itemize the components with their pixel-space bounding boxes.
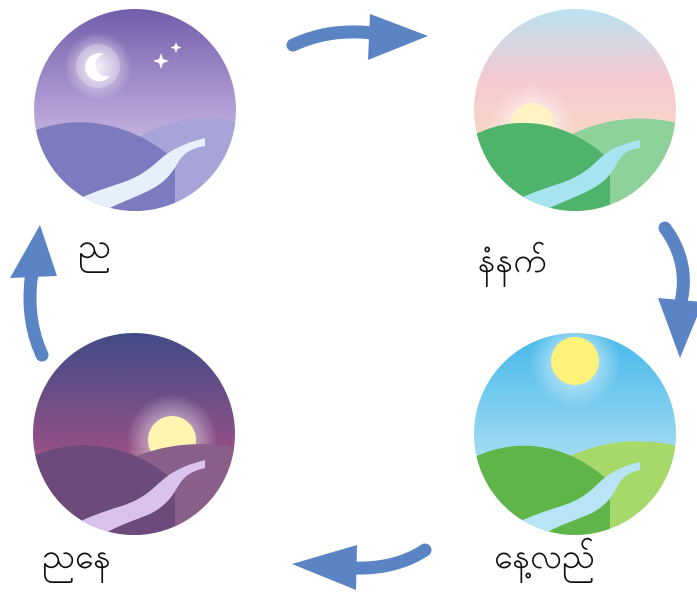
label-evening: ညနေ xyxy=(42,540,111,574)
arrow-evening-to-night xyxy=(10,225,57,355)
arrow-night-to-morning xyxy=(293,14,428,60)
label-morning: နံနက် xyxy=(478,244,546,278)
arrow-noon-to-evening xyxy=(292,545,425,590)
morning-illustration xyxy=(465,5,685,220)
evening-illustration xyxy=(25,329,245,545)
night-illustration xyxy=(25,5,245,220)
sun-icon xyxy=(551,337,599,385)
label-night: ည xyxy=(78,230,111,264)
arrow-morning-to-noon xyxy=(658,228,697,358)
noon-illustration xyxy=(465,315,685,545)
label-noon: နေ့လည် xyxy=(494,540,595,574)
